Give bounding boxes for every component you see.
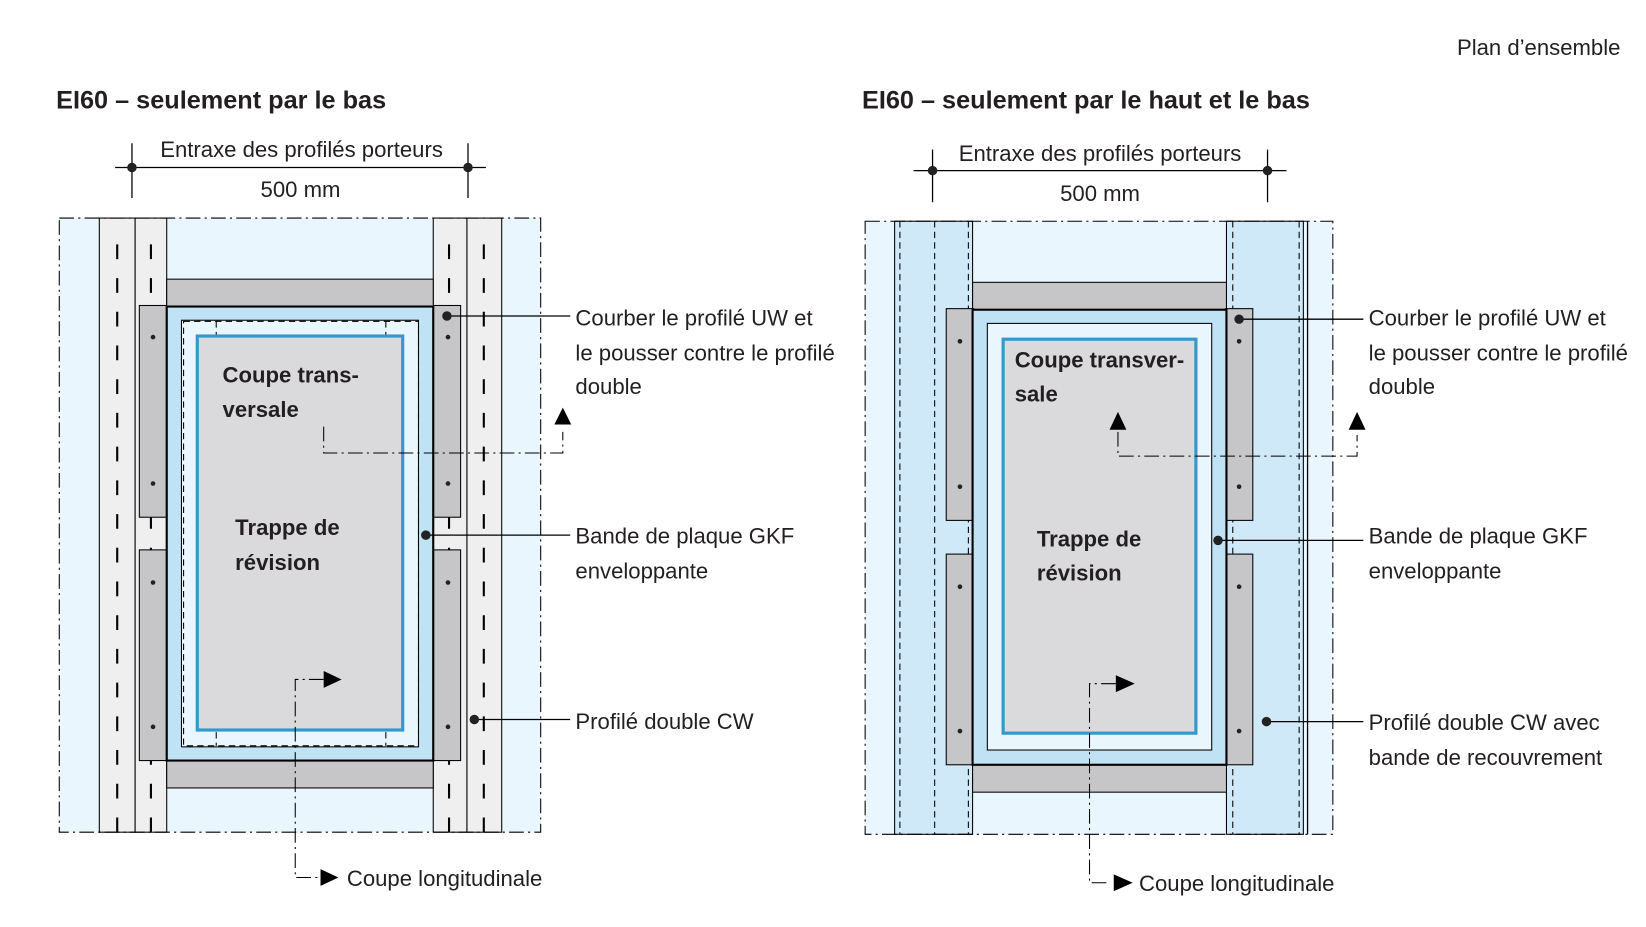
callout-text: Bande de plaque GKF: [1369, 524, 1588, 549]
section-longitudinal-label: Coupe longitudinale: [1139, 871, 1334, 896]
callout-text: double: [1369, 374, 1435, 399]
diagram-right: EI60 – seulement par le haut et le bas E…: [862, 87, 1628, 897]
dimension-label: Entraxe des profilés porteurs: [959, 141, 1242, 166]
hatch-label: Trappe de: [1037, 527, 1141, 552]
dimension-value: 500 mm: [261, 177, 341, 202]
section-arrow-icon: [320, 869, 339, 886]
wall-outline: [864, 220, 1334, 835]
wall-outline: [58, 217, 542, 833]
page-label: Plan d’ensemble: [1457, 35, 1620, 60]
section-transverse-label: Coupe transver-: [1015, 348, 1185, 373]
diagram-title: EI60 – seulement par le haut et le bas: [862, 87, 1310, 115]
section-transverse-line: [323, 426, 564, 454]
section-arrow-icon: [1348, 411, 1366, 430]
inspection-hatch: [1001, 337, 1198, 735]
callout-text: double: [575, 374, 641, 399]
uw-profile-bottom: [166, 760, 434, 789]
diagram-left: EI60 – seulement par le bas Entraxe des …: [56, 87, 835, 891]
callout-text: Bande de plaque GKF: [575, 524, 794, 549]
callout-node-icon: [1234, 314, 1244, 324]
section-longitudinal-line: [1088, 683, 1116, 884]
section-longitudinal-line: [294, 678, 324, 879]
callout-text: le pousser contre le profilé: [1369, 340, 1628, 365]
section-transverse-label: Coupe trans-: [223, 362, 359, 387]
dimension-node-icon: [1262, 165, 1273, 176]
dimension-node-icon: [127, 162, 137, 173]
callout-text: Profilé double CW: [575, 709, 753, 734]
callout-node-icon: [1261, 716, 1272, 727]
inspection-hatch: [195, 334, 405, 732]
uw-profile-bottom: [972, 764, 1227, 793]
section-arrow-icon: [1113, 874, 1133, 892]
section-arrow-icon: [1109, 411, 1127, 430]
section-transverse-label: versale: [223, 397, 299, 422]
callout-text: bande de recouvrement: [1369, 745, 1603, 770]
callout-text: le pousser contre le profilé: [575, 340, 834, 365]
callout-text: enveloppante: [1369, 558, 1502, 583]
dimension-node-icon: [927, 165, 938, 176]
section-arrow-icon: [1115, 675, 1135, 693]
uw-profile-top: [166, 278, 434, 308]
uw-profile-top: [972, 281, 1227, 311]
callout-text: Courber le profilé UW et: [575, 306, 812, 331]
hatch-label: révision: [1037, 560, 1122, 585]
section-transverse-line: [1117, 431, 1358, 457]
callout-text: Profilé double CW avec: [1369, 710, 1600, 735]
dimension-label: Entraxe des profilés porteurs: [160, 137, 443, 162]
section-longitudinal-label: Coupe longitudinale: [347, 866, 542, 891]
hatch-label: Trappe de: [235, 515, 339, 540]
callout-text: enveloppante: [575, 558, 708, 583]
dimension-value: 500 mm: [1060, 181, 1140, 206]
diagram-title: EI60 – seulement par le bas: [56, 87, 386, 115]
section-transverse-label: sale: [1015, 381, 1058, 406]
callout-text: Courber le profilé UW et: [1369, 306, 1606, 331]
callout-node-icon: [1213, 535, 1223, 546]
dimension-line: Entraxe des profilés porteurs 500 mm: [913, 141, 1287, 206]
dimension-node-icon: [463, 162, 473, 173]
callout-node-icon: [442, 311, 452, 321]
section-arrow-icon: [323, 671, 342, 688]
hatch-label: révision: [235, 550, 320, 575]
callout-node-icon: [421, 530, 431, 540]
section-arrow-icon: [554, 407, 572, 425]
dimension-line: Entraxe des profilés porteurs 500 mm: [115, 137, 486, 202]
callout-node-icon: [469, 714, 480, 725]
